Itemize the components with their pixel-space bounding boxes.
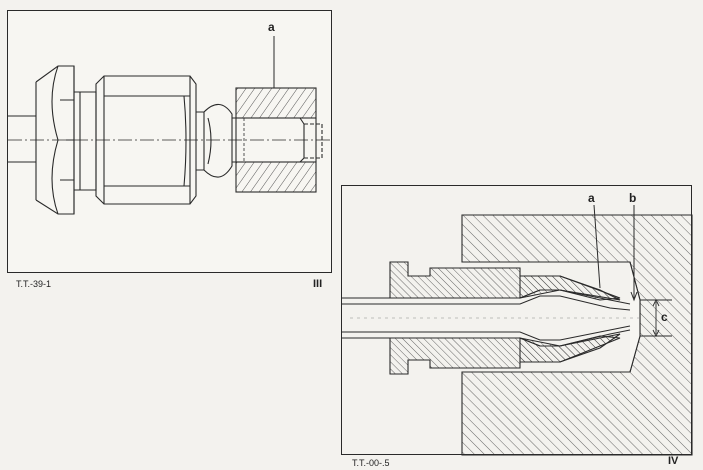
olive-lower: [519, 335, 621, 363]
figure-iii-ref-code: T.T.-39-1: [16, 279, 52, 289]
body-hex: [95, 75, 197, 205]
pipe-lower-inner: [341, 325, 631, 341]
tube-end-cap: [299, 117, 305, 163]
figure-iv-numeral: IV: [668, 455, 679, 467]
olive-shading: [207, 117, 212, 165]
callout-c-iv: c: [661, 310, 668, 324]
figure-iv-frame: [341, 185, 692, 455]
olive-ball: [203, 103, 233, 178]
body-hex-flats: [104, 95, 190, 187]
figure-iii-numeral: III: [313, 278, 323, 290]
hex-nut-flats: [60, 99, 74, 181]
body-hex-edges: [103, 76, 191, 204]
pipe-upper-inner: [341, 295, 631, 311]
callout-a-iv: a: [588, 191, 595, 205]
figure-iv-ref-code: T.T.-00-.5: [352, 458, 390, 468]
tube-hidden-line: [304, 123, 323, 159]
figure-iv-drawing: [341, 204, 693, 456]
figure-iii-frame: [7, 10, 332, 273]
callout-a-leader-iv: [593, 204, 601, 289]
neck: [196, 111, 204, 171]
body-hex-chamfer: [183, 95, 187, 187]
sleeve-a: [235, 87, 317, 193]
callout-b-arrow: [630, 291, 638, 302]
callout-b-iv: b: [629, 191, 637, 205]
collar: [74, 91, 97, 191]
callout-a-iii: a: [268, 20, 275, 34]
olive-upper: [519, 275, 621, 301]
left-pipe: [8, 115, 36, 163]
hex-nut-face-curve: [51, 65, 59, 215]
dimension-c-arrows: [652, 298, 660, 338]
